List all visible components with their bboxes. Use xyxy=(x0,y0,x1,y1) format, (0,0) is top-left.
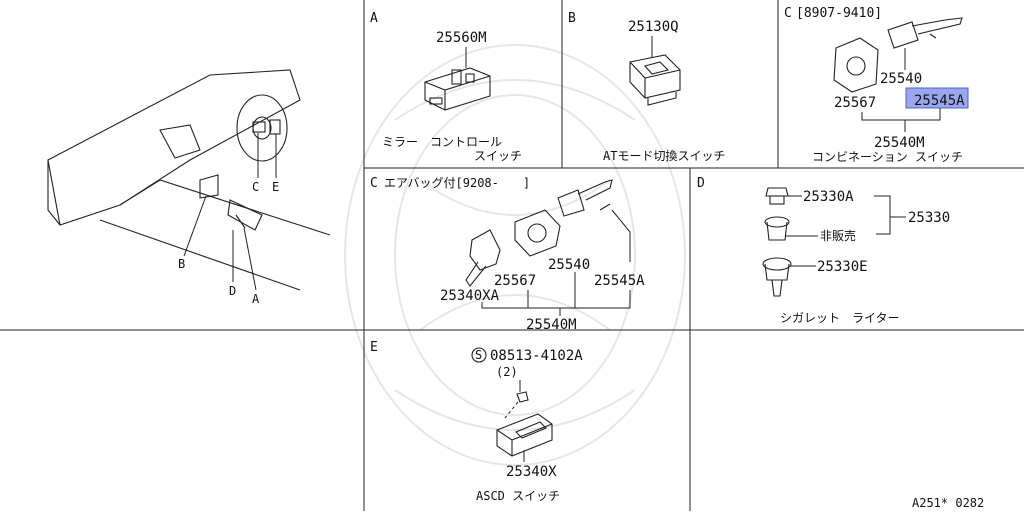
section-b-part-number: 25130Q xyxy=(628,19,679,35)
section-c1-part-25567: 25567 xyxy=(834,95,876,111)
section-a-part-number: 25560M xyxy=(436,30,487,46)
cigarette-lighter-drawing xyxy=(762,187,792,297)
overview-callout-b: B xyxy=(178,257,185,271)
watermark-emblem xyxy=(344,44,686,466)
overview-callout-c: C xyxy=(252,180,259,194)
section-e-quantity: (2) xyxy=(496,365,518,379)
diagram-reference-code: A251* 0282 xyxy=(912,496,984,510)
at-mode-switch-drawing xyxy=(629,54,681,106)
section-d-part-25330: 25330 xyxy=(908,210,950,226)
section-a-letter: A xyxy=(370,11,378,26)
section-a-caption-line2: スイッチ xyxy=(474,149,522,163)
overview-callout-d: D xyxy=(229,284,236,298)
section-e-part-25340x: 25340X xyxy=(506,464,557,480)
section-c1-caption: コンビネーション スイッチ xyxy=(812,150,963,164)
airbag-combination-switch-drawing xyxy=(465,179,613,287)
section-b-caption: ATモード切換スイッチ xyxy=(603,149,725,163)
section-d-part-25330a: 25330A xyxy=(803,189,854,205)
section-c1-letter: C xyxy=(784,6,792,21)
section-c2-part-25545a: 25545A xyxy=(594,273,645,289)
section-e-screw-part: 08513-4102A xyxy=(490,348,583,364)
section-c2-part-25540: 25540 xyxy=(548,257,590,273)
section-e-letter: E xyxy=(370,340,378,355)
section-c1-part-25540: 25540 xyxy=(880,71,922,87)
section-c1-range: [8907-9410] xyxy=(796,6,882,21)
mirror-control-switch-drawing xyxy=(424,67,491,111)
section-d-letter: D xyxy=(697,176,705,191)
section-d-caption: シガレット ライター xyxy=(780,311,900,325)
section-e-screw-symbol: S xyxy=(475,348,482,362)
section-d-part-25330e: 25330E xyxy=(817,259,868,275)
section-a-caption-line1: ミラー コントロール xyxy=(382,135,502,149)
section-c1-part-25540m: 25540M xyxy=(874,135,925,151)
combination-switch-drawing xyxy=(833,17,963,93)
section-c2-part-25340xa: 25340XA xyxy=(440,288,500,304)
section-b-letter: B xyxy=(568,11,576,26)
overview-callout-a: A xyxy=(252,292,260,306)
section-c2-letter: C xyxy=(370,176,378,191)
section-c1-part-25545a-highlighted[interactable]: 25545A xyxy=(914,93,965,109)
ascd-switch-drawing xyxy=(496,391,553,457)
section-e-caption: ASCD スイッチ xyxy=(476,489,560,503)
overview-callout-e: E xyxy=(272,180,279,194)
overview-dashboard-drawing xyxy=(47,69,331,291)
service-part-symbol-icon xyxy=(471,347,487,363)
section-c2-airbag-label: エアバッグ付[9208- ] xyxy=(384,176,530,190)
section-d-not-for-sale: 非販売 xyxy=(820,228,856,243)
section-c2-part-25567: 25567 xyxy=(494,273,536,289)
highlighted-part-box xyxy=(905,87,969,109)
section-c2-part-25540m: 25540M xyxy=(526,317,577,333)
